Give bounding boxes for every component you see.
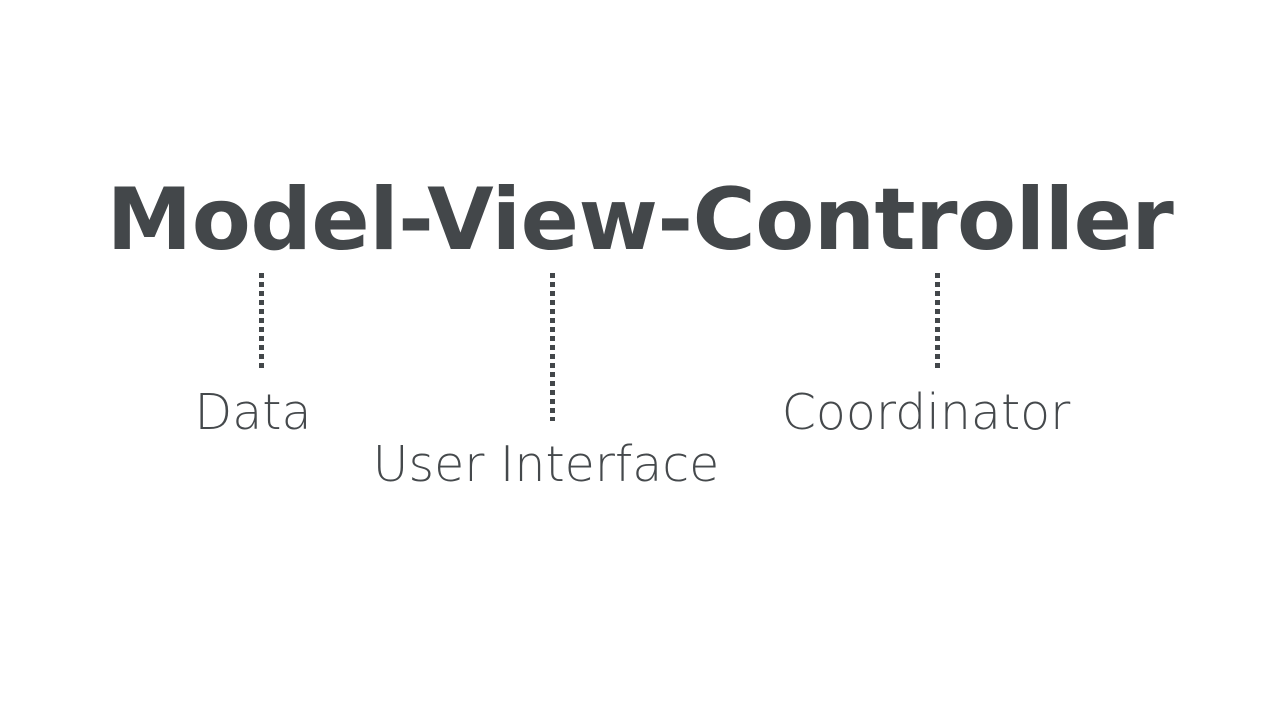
connector-controller-to-coordinator bbox=[935, 273, 940, 368]
page-title: Model-View-Controller bbox=[106, 170, 1174, 270]
label-model-data: Data bbox=[194, 384, 312, 441]
label-controller-coordinator: Coordinator bbox=[781, 384, 1071, 441]
connector-model-to-data bbox=[259, 273, 264, 368]
connector-view-to-user-interface bbox=[550, 273, 555, 421]
label-view-user-interface: User Interface bbox=[372, 436, 720, 493]
